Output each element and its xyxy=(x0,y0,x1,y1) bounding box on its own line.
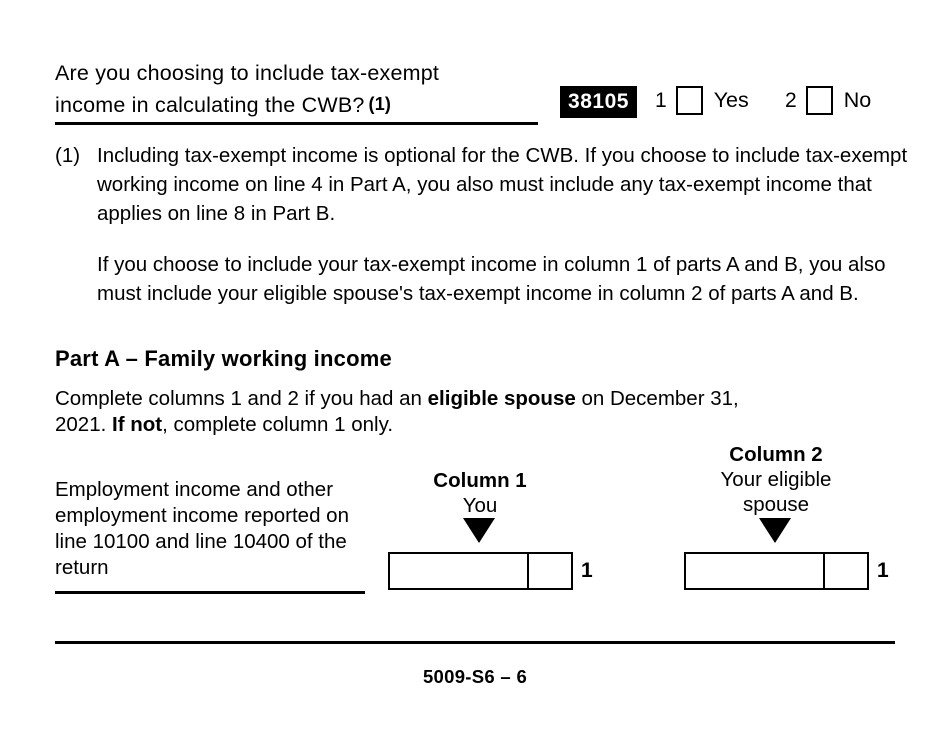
footnote-paragraph-1: Including tax-exempt income is optional … xyxy=(97,144,908,225)
column-1-header: Column 1 You xyxy=(390,468,570,518)
footnote-paragraph-2: If you choose to include your tax-exempt… xyxy=(97,253,886,305)
question-text: Are you choosing to include tax-exempt i… xyxy=(55,58,555,121)
part-a-intro-bold-eligible-spouse: eligible spouse xyxy=(427,387,576,410)
row-1-label: Employment income and other employment i… xyxy=(55,478,349,579)
row-1-dollars-input-column-2[interactable] xyxy=(684,552,824,590)
arrow-down-icon-column-2 xyxy=(759,518,791,543)
part-a-intro-mid: on December 31, 2021. xyxy=(55,387,739,436)
footnote-paragraph-1-wrapper: (1) Including tax-exempt income is optio… xyxy=(55,141,915,228)
field-code-38105: 38105 xyxy=(560,86,637,118)
arrow-down-icon-column-1 xyxy=(463,518,495,543)
part-a-heading: Part A – Family working income xyxy=(55,346,392,371)
checkbox-no[interactable] xyxy=(805,86,833,115)
option-no-number: 2 xyxy=(785,88,797,112)
row-1-field-column-1[interactable]: 1 xyxy=(388,552,593,590)
option-no[interactable]: 2 No xyxy=(785,86,871,115)
option-yes-number: 1 xyxy=(655,88,667,112)
part-a-intro: Complete columns 1 and 2 if you had an e… xyxy=(55,386,775,438)
footnote-marker: (1) xyxy=(55,144,81,167)
row-1-field-column-2[interactable]: 1 xyxy=(684,552,889,590)
column-2-subtitle: Your eligible spouse xyxy=(720,468,832,516)
part-a-intro-post: , complete column 1 only. xyxy=(162,413,394,436)
column-2-header: Column 2 Your eligible spouse xyxy=(686,442,866,517)
footnote-block: (1) Including tax-exempt income is optio… xyxy=(55,141,915,308)
row-1-dollars-input-column-1[interactable] xyxy=(388,552,528,590)
option-yes-label: Yes xyxy=(713,88,749,112)
question-line-1: Are you choosing to include tax-exempt xyxy=(55,61,440,85)
row-1-line-number-column-1: 1 xyxy=(581,559,593,582)
row-1-label-underline xyxy=(55,591,365,594)
footer-divider xyxy=(55,641,895,644)
option-yes[interactable]: 1 Yes xyxy=(655,86,749,115)
row-1-cents-input-column-1[interactable] xyxy=(528,552,573,590)
part-a-intro-pre: Complete columns 1 and 2 if you had an xyxy=(55,387,428,410)
checkbox-yes[interactable] xyxy=(675,86,703,115)
footer-form-id: 5009-S6 – 6 xyxy=(422,666,528,687)
row-1-cents-input-column-2[interactable] xyxy=(824,552,869,590)
column-1-subtitle: You xyxy=(462,494,498,517)
option-no-label: No xyxy=(843,88,872,112)
column-2-title: Column 2 xyxy=(729,443,823,466)
row-1-line-number-column-2: 1 xyxy=(877,559,889,582)
question-row: Are you choosing to include tax-exempt i… xyxy=(55,58,895,128)
column-1-title: Column 1 xyxy=(433,469,527,492)
footnote-reference: (1) xyxy=(368,94,392,114)
question-underline xyxy=(55,122,538,125)
part-a-intro-bold-if-not: If not xyxy=(112,413,163,436)
question-line-2: income in calculating the CWB? xyxy=(55,93,365,117)
